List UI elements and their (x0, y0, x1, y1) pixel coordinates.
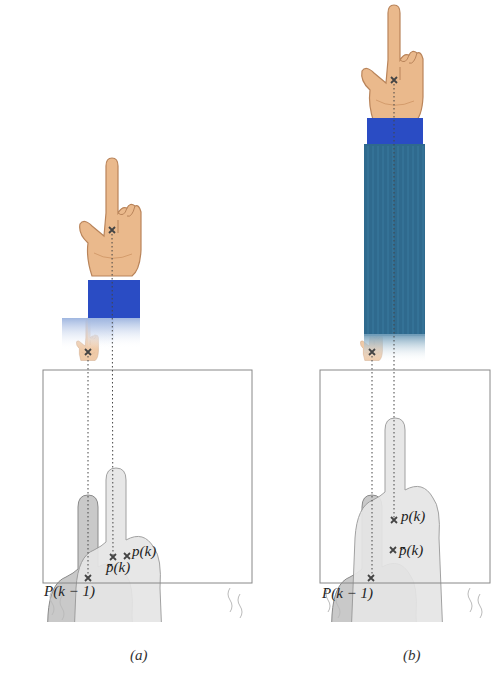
projection-line (372, 352, 373, 578)
point-label: P(k − 1) (322, 586, 373, 601)
position-marker (391, 77, 397, 83)
projection-line (394, 80, 395, 520)
sleeve-texture (423, 146, 424, 334)
point-label: p̄(k) (106, 560, 130, 575)
position-marker (85, 349, 91, 355)
subfigure-caption: (b) (403, 648, 421, 663)
motion-line (468, 588, 472, 612)
wrist-cuff (367, 118, 423, 144)
sleeve-texture (403, 146, 404, 334)
sleeve-texture (378, 146, 379, 334)
touch-region (320, 370, 490, 583)
knuckle-line (400, 53, 417, 80)
motion-line (238, 594, 242, 618)
raised-hand (80, 158, 141, 276)
sleeve-texture (368, 146, 369, 334)
sleeve-texture (418, 146, 419, 334)
motion-line (478, 594, 482, 618)
position-marker (124, 553, 130, 559)
raised-hand (362, 5, 423, 123)
sleeve-texture (413, 146, 414, 334)
motion-line (228, 588, 232, 612)
projection-line (112, 230, 113, 557)
palm-shade (376, 100, 414, 105)
knuckle-line (118, 206, 135, 233)
position-marker (391, 517, 397, 523)
sleeve-texture (408, 146, 409, 334)
hand-shape (80, 158, 141, 276)
position-marker (109, 227, 115, 233)
palm-shade (94, 253, 132, 258)
motion-line (60, 596, 64, 620)
sleeve-texture (388, 146, 389, 334)
sleeve-texture (373, 146, 374, 334)
touch-region (43, 370, 252, 583)
point-label: p̄(k) (399, 543, 423, 558)
point-label: P(k − 1) (44, 584, 95, 599)
position-marker (85, 575, 91, 581)
hand-shape (362, 5, 423, 123)
fade-band (88, 318, 140, 348)
projection-line (88, 352, 89, 578)
position-marker (368, 575, 374, 581)
subfigure-caption: (a) (130, 648, 148, 663)
position-marker (390, 547, 396, 553)
sleeve-texture (398, 146, 399, 334)
point-label: p(k) (132, 544, 156, 559)
sleeve-texture (393, 146, 394, 334)
position-marker (369, 349, 375, 355)
wrist-cuff (88, 280, 140, 318)
point-label: p(k) (401, 509, 425, 524)
sleeve-texture (383, 146, 384, 334)
